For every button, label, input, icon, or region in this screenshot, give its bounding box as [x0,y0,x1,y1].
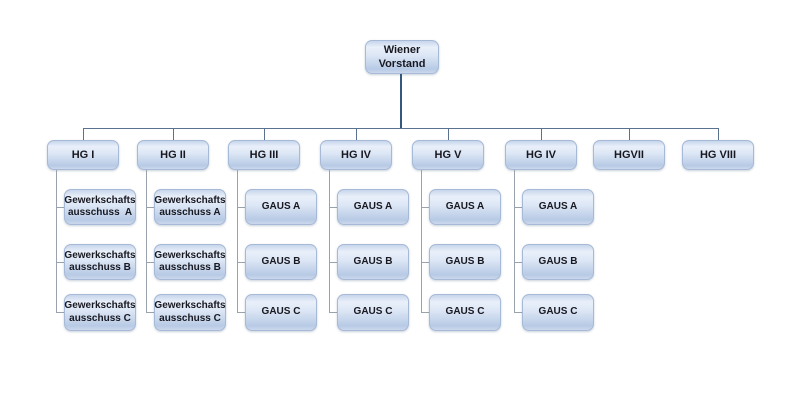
connector-branch-stub [329,207,337,208]
connector-branch-stub [146,312,154,313]
connector-branch-stub [56,207,64,208]
org-node-child: GAUS C [337,294,409,331]
connector-branch-stub [421,207,429,208]
org-node-child: Gewerkschafts ausschuss A [64,189,136,225]
connector-branch-stub [237,312,245,313]
org-node-child: GAUS A [522,189,594,225]
org-node-label: GAUS C [538,306,578,318]
connector-branch-stub [56,312,64,313]
org-node-label: GAUS A [353,200,393,212]
connector-branch-stub [146,262,154,263]
org-node-label: HGVII [614,149,644,161]
org-node-label: HG III [249,149,279,161]
org-node-hg-i: HG I [47,140,119,170]
org-node-label: HG I [71,149,95,161]
org-node-child: GAUS B [429,244,501,280]
connector-branch-vertical [237,170,238,312]
connector-stub-hg-8 [718,128,719,140]
connector-branch-stub [329,312,337,313]
org-node-label: GAUS B [445,255,485,267]
connector-branch-stub [146,207,154,208]
org-node-label: Gewerkschafts ausschuss B [64,249,139,274]
connector-branch-vertical [421,170,422,312]
org-node-hg-iv-2: HG IV [505,140,577,170]
connector-branch-stub [237,207,245,208]
org-node-child: GAUS A [429,189,501,225]
org-node-child: GAUS B [245,244,317,280]
org-node-hg-vii: HGVII [593,140,665,170]
org-node-child: GAUS C [522,294,594,331]
org-node-hg-iv: HG IV [320,140,392,170]
org-node-label: HG VIII [699,149,737,161]
org-node-label: GAUS A [538,200,578,212]
org-node-label: Gewerkschafts ausschuss B [154,249,229,274]
connector-branch-stub [56,262,64,263]
org-node-child: GAUS C [245,294,317,331]
org-node-label: GAUS C [261,306,301,318]
org-node-label: GAUS B [538,255,578,267]
org-node-child: GAUS B [522,244,594,280]
org-node-label: HG II [160,149,186,161]
org-node-child: GAUS A [337,189,409,225]
org-node-child: Gewerkschafts ausschuss C [154,294,226,331]
org-node-label: HG IV [526,149,556,161]
org-node-hg-iii: HG III [228,140,300,170]
org-node-label: Gewerkschafts ausschuss A [154,194,229,219]
org-node-root: Wiener Vorstand [365,40,439,74]
connector-branch-stub [514,312,522,313]
org-node-label: GAUS A [261,200,301,212]
connector-trunk-vertical [400,74,402,128]
connector-stub-hg-4 [356,128,357,140]
org-node-child: GAUS A [245,189,317,225]
org-node-hg-viii: HG VIII [682,140,754,170]
connector-stub-hg-6 [541,128,542,140]
org-node-child: Gewerkschafts ausschuss A [154,189,226,225]
org-node-child: GAUS C [429,294,501,331]
org-node-label: GAUS B [261,255,301,267]
org-node-hg-v: HG V [412,140,484,170]
org-node-label: GAUS B [353,255,393,267]
org-node-child: GAUS B [337,244,409,280]
connector-stub-hg-5 [448,128,449,140]
connector-branch-stub [237,262,245,263]
connector-branch-stub [514,262,522,263]
connector-branch-stub [329,262,337,263]
org-node-hg-ii: HG II [137,140,209,170]
org-node-label: GAUS A [445,200,485,212]
org-node-label: Gewerkschafts ausschuss C [154,300,229,324]
connector-branch-vertical [514,170,515,312]
connector-branch-stub [421,312,429,313]
org-node-label: Gewerkschafts ausschuss C [64,300,139,324]
connector-branch-vertical [56,170,57,312]
org-node-child: Gewerkschafts ausschuss C [64,294,136,331]
connector-branch-vertical [329,170,330,312]
connector-stub-hg-7 [629,128,630,140]
org-node-label: Gewerkschafts ausschuss A [64,194,139,219]
org-node-child: Gewerkschafts ausschuss B [64,244,136,280]
connector-stub-hg-3 [264,128,265,140]
org-node-label: HG IV [341,149,371,161]
org-node-label: GAUS C [445,306,485,318]
org-node-label: HG V [434,149,462,161]
connector-stub-hg-1 [83,128,84,140]
connector-stub-hg-2 [173,128,174,140]
connector-branch-stub [514,207,522,208]
org-node-root-label: Wiener Vorstand [378,43,426,70]
connector-branch-vertical [146,170,147,312]
connector-branch-stub [421,262,429,263]
connector-trunk-horizontal [83,128,719,129]
org-node-child: Gewerkschafts ausschuss B [154,244,226,280]
org-node-label: GAUS C [353,306,393,318]
